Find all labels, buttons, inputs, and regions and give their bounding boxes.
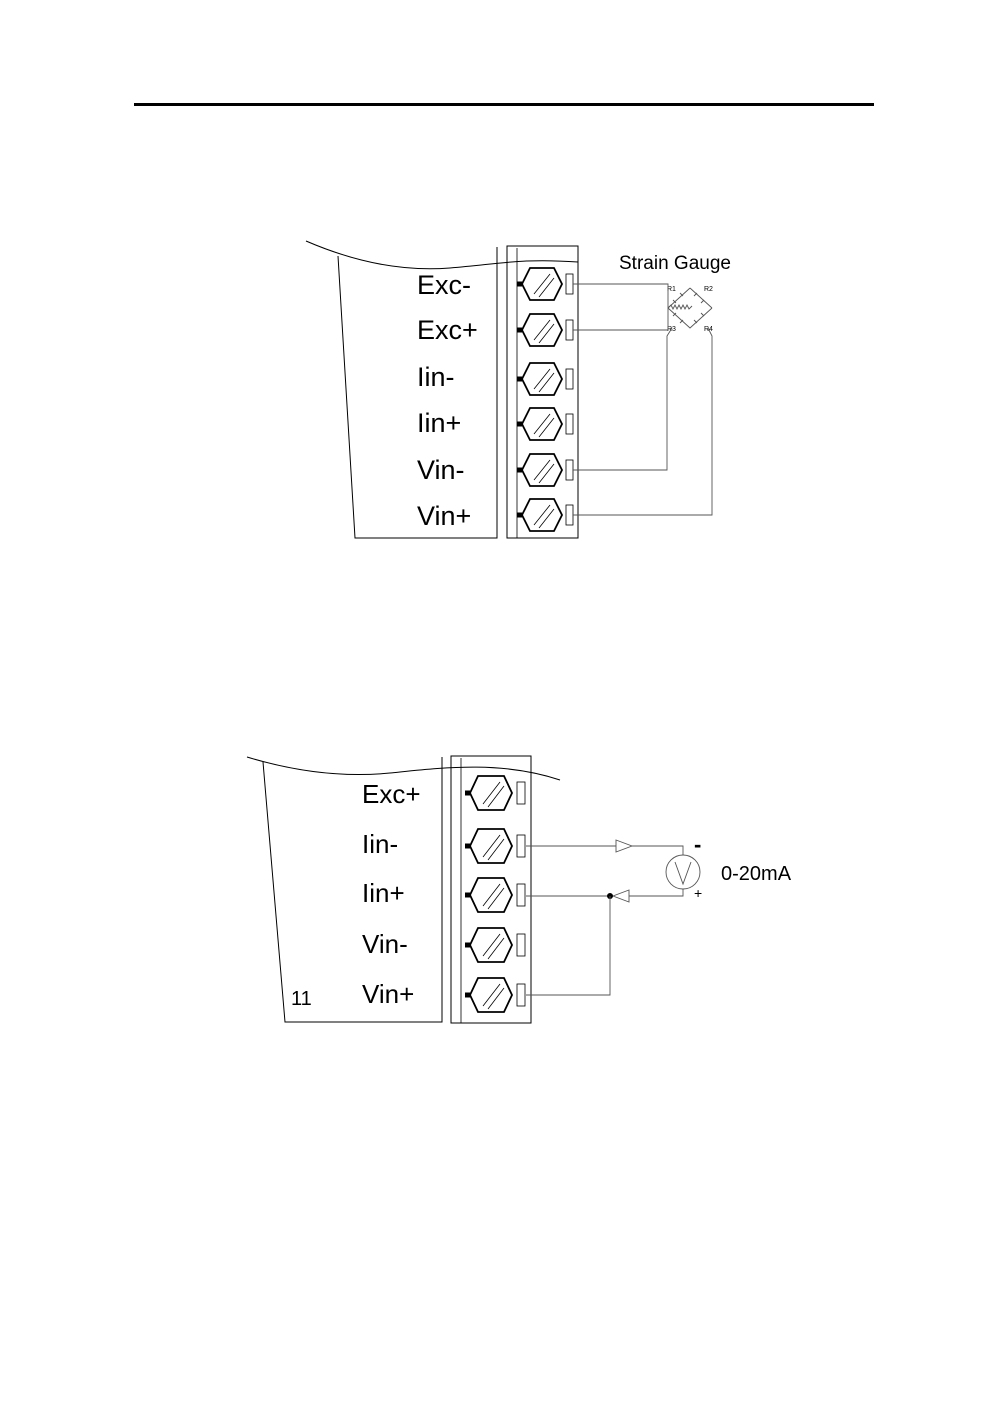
terminal-label-vin-minus: Vin-	[417, 455, 465, 485]
screw-terminal-vin-plus-2	[465, 978, 525, 1012]
resistor-r1	[668, 305, 692, 309]
screw-terminal-iin-minus-2	[465, 829, 525, 863]
terminal-label-iin-minus: Iin-	[417, 362, 455, 392]
current-loop-diagram: Exc+ Iin- Iin+ Vin- Vin+ 11	[247, 756, 792, 1023]
terminal-label-exc-plus: Exc+	[417, 315, 478, 345]
terminal-label-iin-minus-2: Iin-	[362, 829, 398, 859]
terminal-block-2	[451, 756, 531, 1023]
screw-terminal-exc-plus-2	[465, 776, 525, 810]
wire-vin-plus	[573, 328, 712, 515]
housing-top-curve	[306, 241, 578, 269]
strain-gauge-title: Strain Gauge	[619, 253, 731, 274]
screw-terminal-exc-minus	[517, 268, 573, 300]
terminal-label-exc-minus: Exc-	[417, 270, 471, 300]
strain-gauge-diagram: Exc- Exc+ Iin- Iin+ Vin- Vin+	[306, 241, 731, 538]
wire-exc-plus	[573, 308, 668, 330]
screw-terminal-vin-plus	[517, 499, 573, 531]
source-rating-label: 0-20mA	[721, 863, 792, 885]
resistor-label-r2: R2	[704, 286, 713, 293]
wire-vin-plus-jumper	[526, 896, 610, 995]
arrow-left-icon	[613, 890, 629, 902]
corner-number: 11	[291, 988, 312, 1010]
housing-top-curve-2	[247, 757, 560, 780]
terminal-label-vin-plus: Vin+	[417, 501, 471, 531]
terminal-label-exc-plus-2: Exc+	[362, 779, 421, 809]
source-minus-label: -	[694, 832, 701, 857]
screw-terminal-iin-minus	[517, 363, 573, 395]
terminal-label-iin-plus: Iin+	[417, 408, 461, 438]
terminal-label-vin-plus-2: Vin+	[362, 979, 414, 1009]
wire-iin-plus	[526, 889, 683, 896]
terminal-label-iin-plus-2: Iin+	[362, 878, 405, 908]
screw-terminal-iin-plus-2	[465, 878, 525, 912]
current-source-icon	[666, 855, 700, 889]
screw-terminal-iin-plus	[517, 408, 573, 440]
source-plus-label: +	[694, 885, 702, 901]
screw-terminal-exc-plus	[517, 314, 573, 346]
arrow-right-icon	[616, 840, 632, 852]
screw-terminal-vin-minus	[517, 454, 573, 486]
wire-iin-minus	[526, 846, 683, 855]
wire-exc-minus	[573, 284, 668, 308]
wire-vin-minus	[573, 328, 672, 470]
terminal-block	[507, 246, 578, 538]
screw-terminal-vin-minus-2	[465, 928, 525, 962]
terminal-label-vin-minus-2: Vin-	[362, 929, 408, 959]
strain-gauge-bridge	[668, 288, 712, 328]
